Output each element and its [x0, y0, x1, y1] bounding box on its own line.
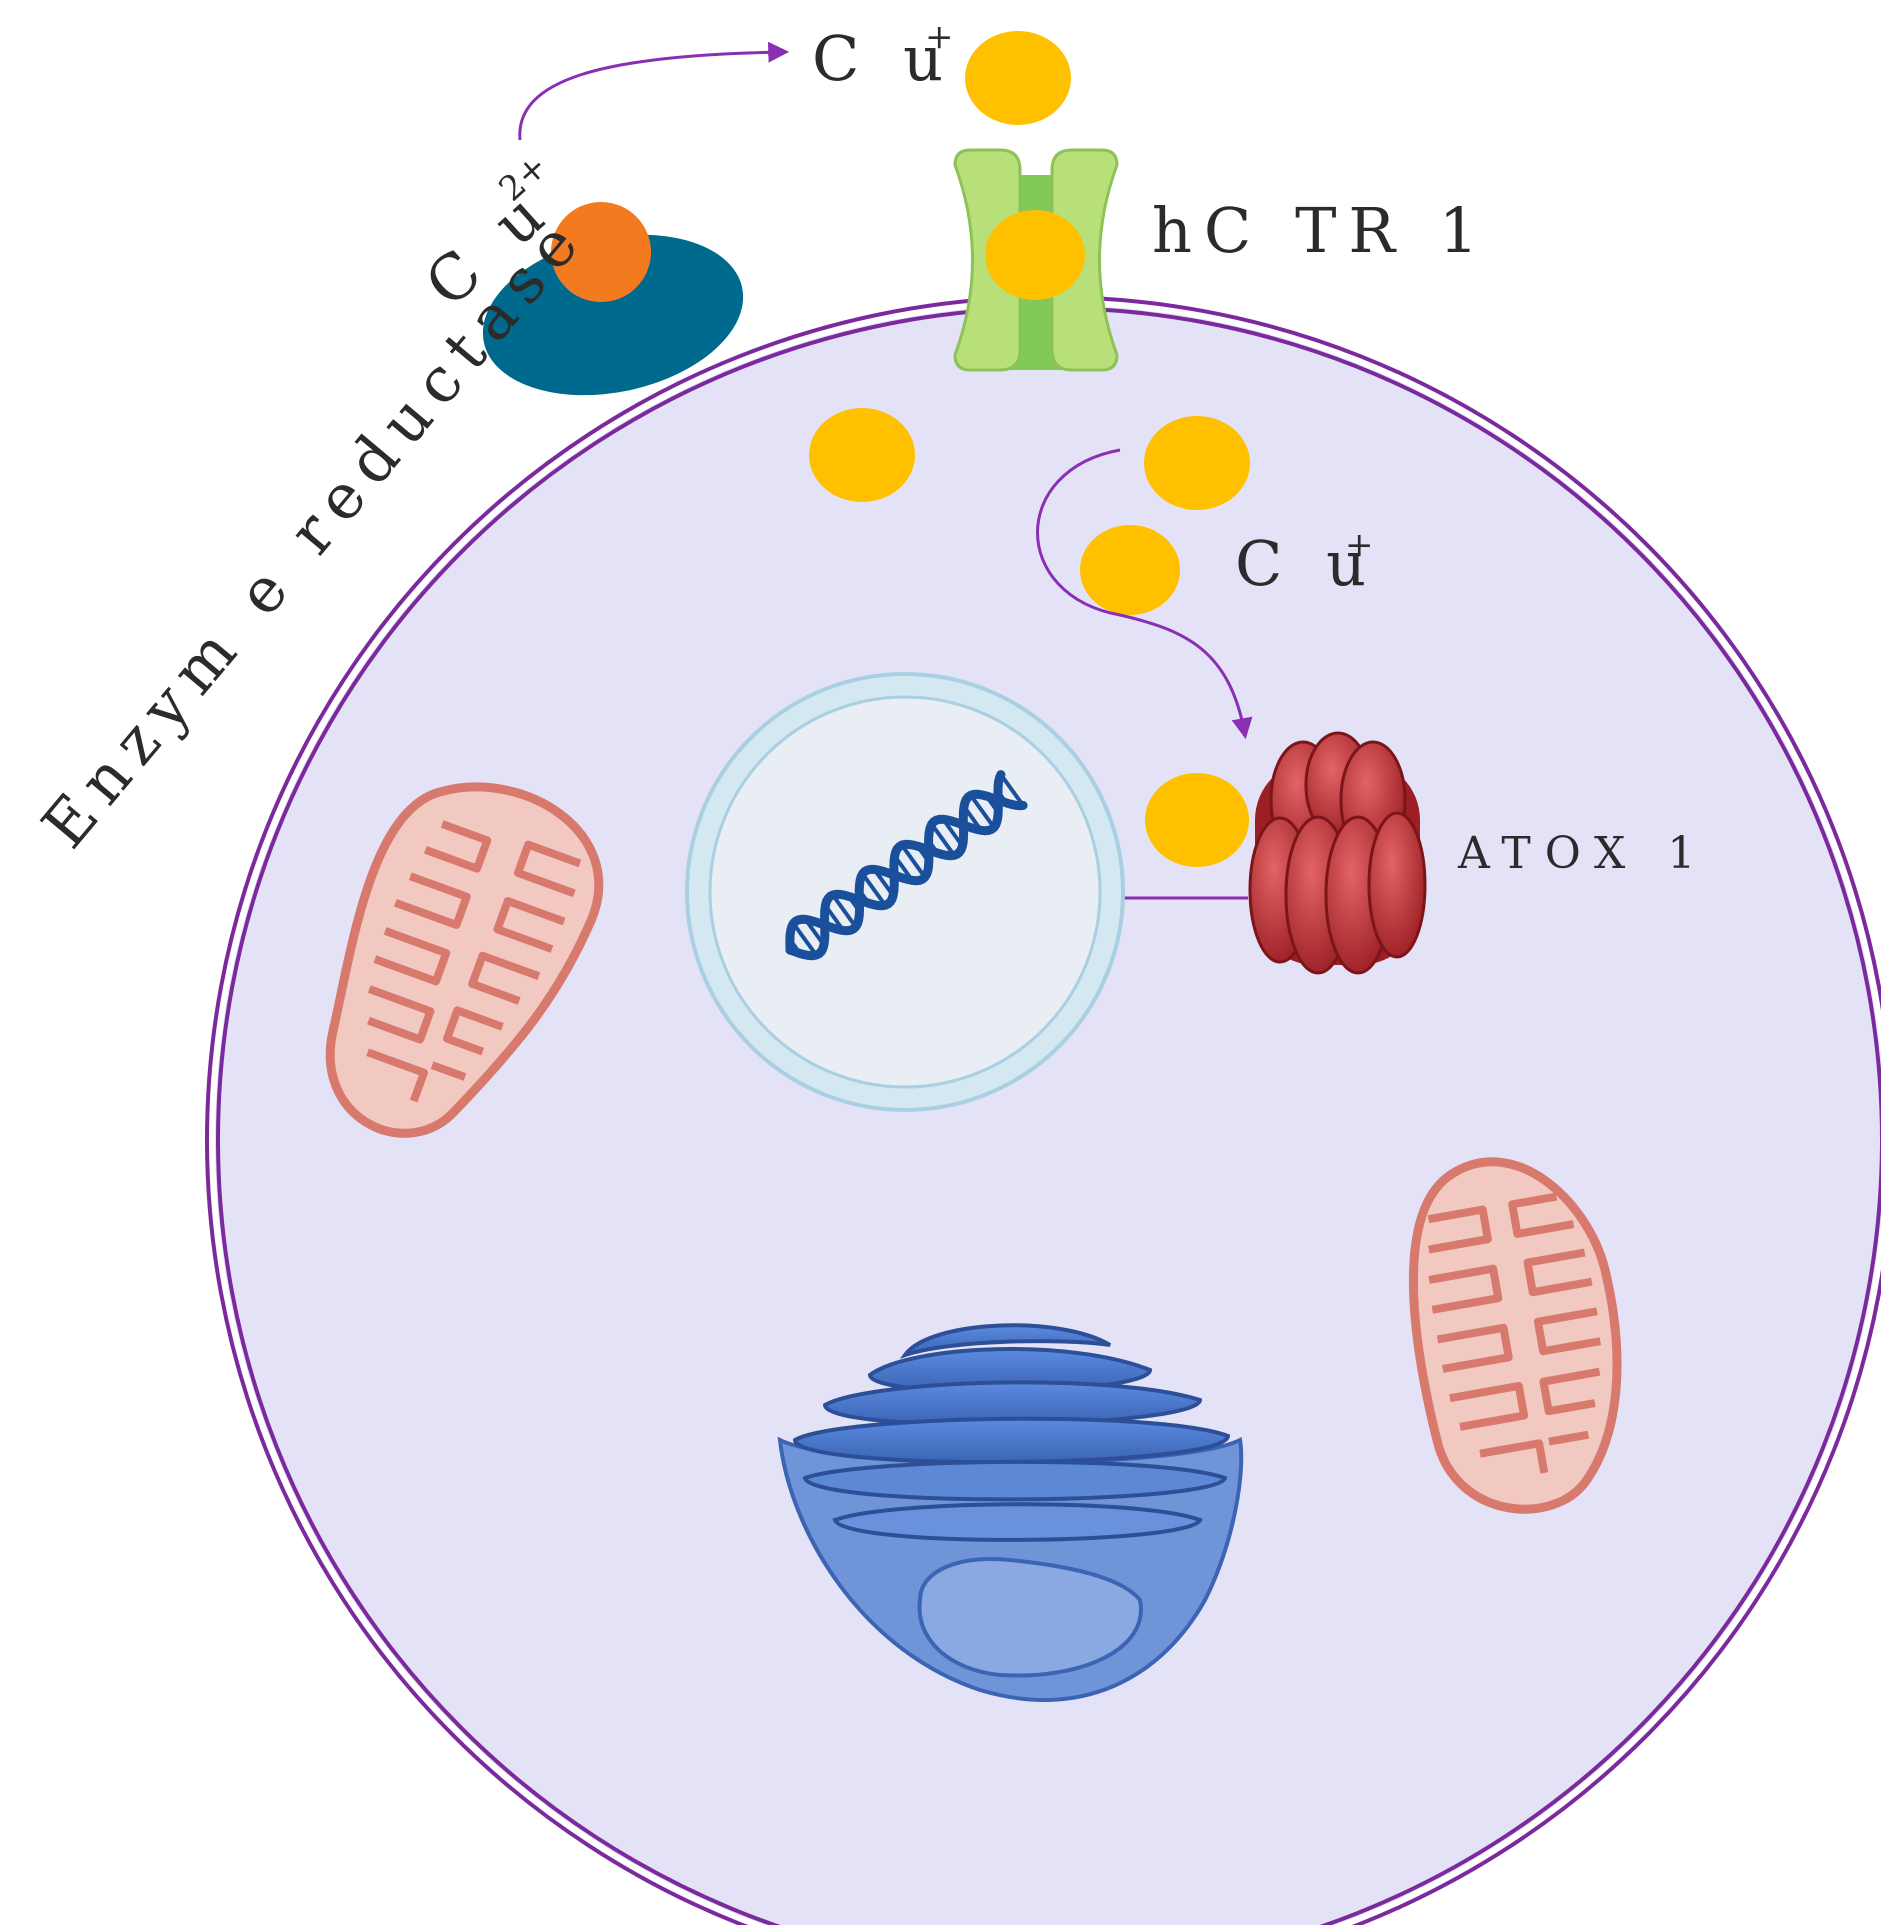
copper-ion-cytoplasm	[1080, 525, 1180, 615]
dna-base-pair	[969, 794, 996, 829]
mitochondrion-right	[1408, 1157, 1622, 1514]
dna-base-pair	[999, 773, 1025, 807]
cu-plus-top-charge: +	[925, 17, 954, 57]
dna-base-pair	[915, 845, 931, 863]
atox1-subunit	[1367, 811, 1427, 959]
golgi-apparatus	[777, 1323, 1244, 1702]
dna-base-pair	[788, 938, 802, 955]
dna-base-pair	[857, 888, 871, 905]
cu-plus-top-label: C u	[812, 22, 955, 95]
dna-base-pair	[872, 868, 895, 897]
dna-strand	[785, 770, 1006, 955]
dna-base-pair	[803, 918, 826, 947]
hctr1-label: hC TR 1	[1152, 194, 1490, 267]
dna-base-pair	[930, 823, 956, 857]
mitochondrion-cristae	[1427, 1192, 1601, 1474]
mitochondrion-left	[325, 782, 604, 1138]
dna-strand	[785, 789, 1028, 961]
reduction-arrow	[518, 41, 790, 141]
dna-base-pair	[900, 843, 927, 879]
copper-ion-cytoplasm	[1144, 416, 1250, 510]
nucleus-interior	[708, 695, 1102, 1089]
golgi-cisterna	[792, 1416, 1231, 1465]
copper-ion-cytoplasm	[809, 408, 915, 502]
golgi-cisterna	[802, 1459, 1228, 1502]
dna-base-pair	[893, 854, 914, 882]
copper-ion-in-channel	[985, 210, 1085, 300]
golgi-cisterna	[832, 1502, 1203, 1542]
copper-ions	[809, 31, 1250, 867]
dna-base-pair	[847, 895, 862, 913]
dna-base-pair	[984, 794, 1000, 814]
cu-plus-inner-charge: +	[1345, 525, 1374, 565]
dna-base-pair	[823, 904, 846, 932]
dna-base-pair	[831, 893, 858, 928]
atox1-protein	[1248, 731, 1427, 975]
cytoplasm	[215, 305, 1881, 1929]
golgi-inner-cisterna	[917, 1557, 1143, 1678]
hctr1-transporter	[953, 148, 1119, 372]
nucleus	[685, 672, 1125, 1112]
copper-to-atox1-arrow	[1036, 448, 1253, 740]
golgi-cisterna	[899, 1323, 1112, 1359]
dna-base-pair	[791, 922, 818, 957]
reductase-enzyme	[482, 202, 744, 396]
dna-helix-icon	[785, 770, 1028, 961]
copper-ion-extracellular	[965, 31, 1071, 125]
copper-2plus-ion	[551, 202, 651, 302]
atox1-label: ATOX 1	[1457, 828, 1709, 879]
dna-base-pair	[996, 790, 1008, 805]
dna-base-pair	[860, 872, 887, 907]
copper-ion-bound-atox1	[1145, 773, 1249, 867]
dna-base-pair	[962, 805, 983, 832]
cu-plus-inner-label: C u	[1235, 527, 1378, 600]
dna-base-pair	[926, 839, 940, 855]
reductase-enzyme-shape	[482, 234, 744, 396]
dna-base-pair	[941, 818, 965, 848]
mitochondrion-cristae	[366, 820, 582, 1103]
dna-base-pairs	[788, 773, 1025, 957]
